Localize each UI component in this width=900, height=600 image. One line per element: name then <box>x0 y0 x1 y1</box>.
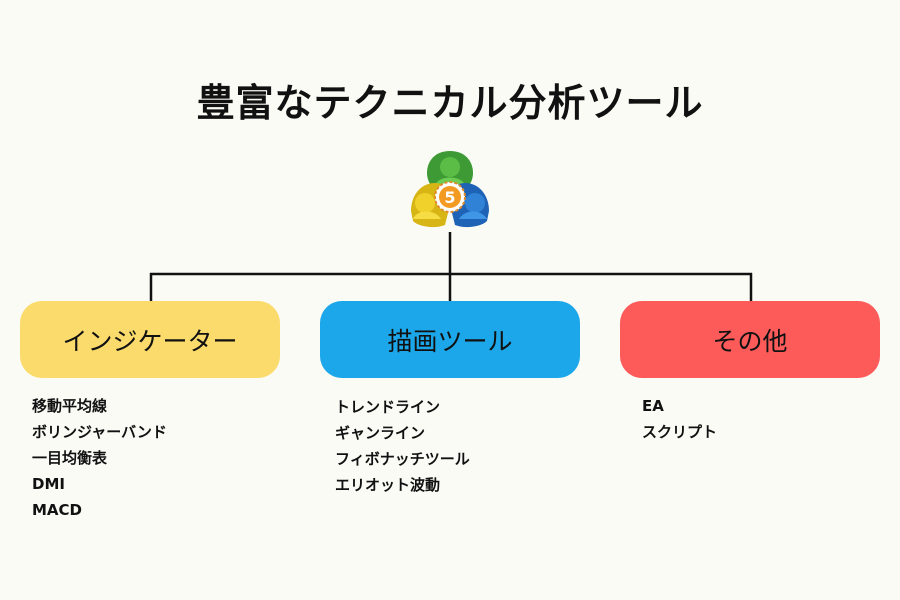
category-label: その他 <box>712 326 788 356</box>
others-list: EA スクリプト <box>642 393 717 445</box>
list-item: ボリンジャーバンド <box>32 423 167 441</box>
list-item: トレンドライン <box>335 398 441 416</box>
drawing-tools-list: トレンドライン ギャンライン フィボナッチツール エリオット波動 <box>335 394 470 498</box>
list-item: MACD <box>32 501 82 519</box>
metatrader5-logo-icon: 5 <box>411 151 489 228</box>
logo-badge-number: 5 <box>444 188 455 207</box>
page-title: 豊富なテクニカル分析ツール <box>196 81 704 125</box>
list-item: フィボナッチツール <box>335 450 470 468</box>
category-drawing-tools: 描画ツール <box>320 301 580 378</box>
list-item: スクリプト <box>642 423 718 441</box>
list-item: EA <box>642 397 664 415</box>
category-label: インジケーター <box>62 326 238 356</box>
category-label: 描画ツール <box>387 326 513 356</box>
list-item: ギャンライン <box>335 424 426 442</box>
list-item: 一目均衡表 <box>32 449 108 467</box>
category-others: その他 <box>620 301 880 378</box>
list-item: エリオット波動 <box>335 476 441 494</box>
indicator-list: 移動平均線 ボリンジャーバンド 一目均衡表 DMI MACD <box>32 393 167 523</box>
list-item: 移動平均線 <box>32 397 108 415</box>
list-item: DMI <box>32 475 65 493</box>
category-indicators: インジケーター <box>20 301 280 378</box>
